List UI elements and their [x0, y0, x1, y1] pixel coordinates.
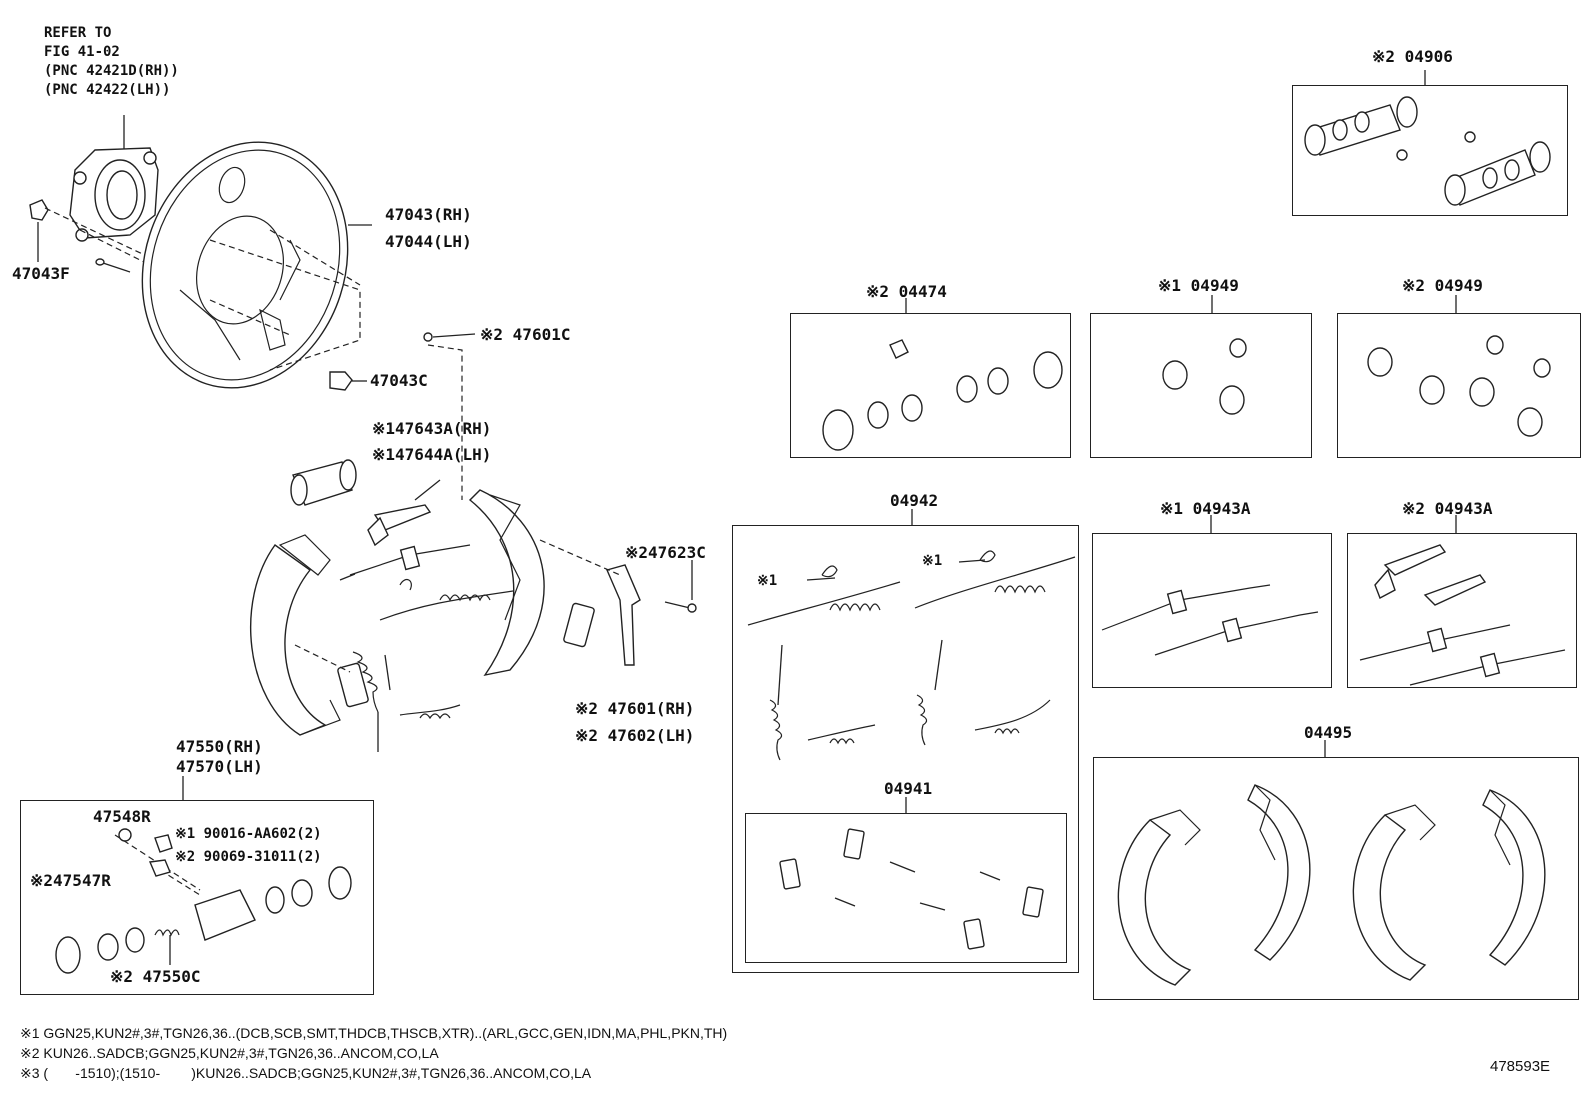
parking-lever	[539, 539, 697, 666]
nut-47043F	[29, 199, 49, 262]
kit-04943a-a-parts	[1101, 584, 1319, 656]
kit-04949-a-parts	[1162, 338, 1247, 415]
kit-04941-parts	[779, 828, 1044, 950]
kit-box-04949-a	[1090, 313, 1312, 458]
kit-label-04943a-a: ※1 04943A	[1160, 499, 1251, 518]
callout-47570-lh: 47570(LH)	[176, 757, 263, 776]
callout-47547R: ※247547R	[30, 871, 111, 890]
kit-label-04495: 04495	[1304, 723, 1353, 742]
kit-box-04949-b	[1337, 313, 1581, 458]
callout-47548R: 47548R	[93, 807, 151, 826]
refer-line-2: FIG 41-02	[44, 44, 120, 60]
kit-label-04949-b: ※2 04949	[1402, 276, 1483, 295]
bolt-small	[95, 258, 131, 273]
kit-label-04943a-b: ※2 04943A	[1402, 499, 1493, 518]
backing-plate	[141, 141, 372, 389]
kit-box-04941	[745, 813, 1067, 963]
callout-47601C: ※2 47601C	[480, 325, 571, 344]
callout-90069: ※2 90069-31011(2)	[175, 849, 322, 865]
footnote-1: ※1 GGN25,KUN2#,3#,TGN26,36..(DCB,SCB,SMT…	[20, 1025, 728, 1041]
brake-shoe-right	[468, 489, 545, 677]
footnote-2: ※2 KUN26..SADCB;GGN25,KUN2#,3#,TGN26,36.…	[20, 1045, 439, 1061]
callout-47644A-lh: ※147644A(LH)	[372, 445, 492, 464]
kit-04949-b-parts	[1367, 335, 1551, 437]
mount-dashes	[209, 229, 361, 371]
callout-47043C: 47043C	[370, 371, 428, 390]
callout-47643A-rh: ※147643A(RH)	[372, 419, 492, 438]
callout-47623C: ※247623C	[625, 543, 706, 562]
kit-label-04906: ※2 04906	[1372, 47, 1453, 66]
spring-note-b: ※1	[922, 553, 943, 569]
spring-note-a: ※1	[757, 573, 778, 589]
kit-04474-parts	[822, 339, 1063, 451]
callout-47550C: ※2 47550C	[110, 967, 201, 986]
pin-47601C	[423, 332, 476, 500]
shoe-hold-pads	[294, 602, 595, 708]
kit-04942-parts	[747, 550, 1076, 761]
kit-label-04949-a: ※1 04949	[1158, 276, 1239, 295]
brake-shoe-left	[250, 534, 341, 736]
kit-box-47550	[20, 800, 374, 995]
callout-47602-lh: ※2 47602(LH)	[575, 726, 695, 745]
kit-04495-parts	[1117, 784, 1546, 986]
return-spring-upper	[379, 578, 521, 621]
callout-47601-rh: ※2 47601(RH)	[575, 699, 695, 718]
callout-90016: ※1 90016-AA602(2)	[175, 826, 322, 842]
wheel-cylinder-mid	[290, 459, 357, 506]
adjuster-47643A	[367, 479, 441, 547]
kit-box-04474	[790, 313, 1071, 458]
kit-leaders	[182, 70, 1457, 813]
hub-bearing	[69, 115, 159, 242]
refer-line-3: (PNC 42421D(RH))	[44, 63, 179, 79]
kit-label-04474: ※2 04474	[866, 282, 947, 301]
footnote-3: ※3 ( -1510);(1510- )KUN26..SADCB;GGN25,K…	[20, 1065, 592, 1081]
kit-box-04943a-a	[1092, 533, 1332, 688]
kit-box-04943a-b	[1347, 533, 1577, 688]
return-spring-lower	[352, 651, 461, 752]
kit-04943a-b-parts	[1359, 544, 1566, 686]
kit-label-04941: 04941	[884, 779, 933, 798]
callout-47044-lh: 47044(LH)	[385, 232, 472, 251]
kit-label-04942: 04942	[890, 491, 939, 510]
kit-04906-parts	[1304, 96, 1551, 206]
adjuster-strut	[339, 544, 471, 581]
bolt-47043C	[329, 371, 367, 391]
refer-line-1: REFER TO	[44, 25, 112, 41]
wheel-cylinder-exploded	[55, 828, 352, 974]
callout-47043F: 47043F	[12, 264, 70, 283]
illustration-id: 478593E	[1490, 1058, 1551, 1075]
kit-box-04942	[732, 525, 1079, 973]
refer-line-4: (PNC 42422(LH))	[44, 82, 171, 98]
kit-box-04906	[1292, 85, 1568, 216]
callout-47043-rh: 47043(RH)	[385, 205, 472, 224]
callout-47550-rh: 47550(RH)	[176, 737, 263, 756]
kit-box-04495	[1093, 757, 1579, 1000]
